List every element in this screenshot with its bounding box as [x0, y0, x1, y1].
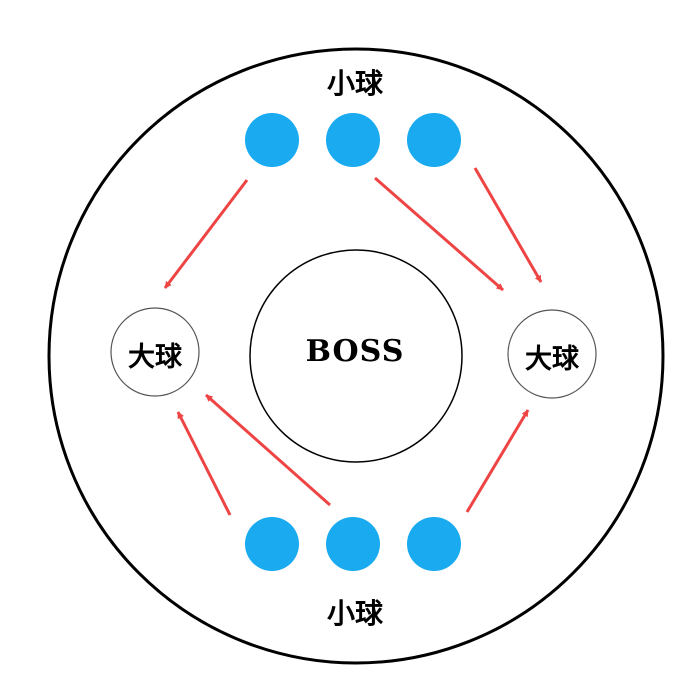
- left-big-ball-label: 大球: [128, 342, 182, 373]
- bottom-small-balls-label: 小球: [326, 597, 383, 630]
- small-ball-top-3: [407, 113, 461, 167]
- big-ball-right: [507, 309, 597, 399]
- small-ball-bottom-3: [407, 517, 461, 571]
- small-ball-top-1: [245, 113, 299, 167]
- right-big-ball-label: 大球: [525, 344, 579, 375]
- boss-label: BOSS: [305, 334, 405, 369]
- arrow-bottom-right-to-right-ball: [465, 409, 530, 513]
- small-ball-bottom-2: [326, 517, 380, 571]
- arrow-top-right-to-right-ball: [473, 167, 543, 283]
- big-ball-left: [110, 307, 200, 397]
- arrow-bottom-left-to-left-ball: [176, 411, 232, 516]
- arrow-top-middle-to-right-ball: [374, 176, 504, 292]
- top-small-balls-label: 小球: [326, 67, 383, 100]
- boss-circle: [249, 249, 463, 463]
- arena-outer-circle: [47, 47, 665, 665]
- small-ball-bottom-1: [245, 517, 299, 571]
- arrow-top-left-to-left-ball: [163, 179, 249, 289]
- small-ball-top-2: [326, 113, 380, 167]
- arrow-bottom-middle-to-left-ball: [205, 393, 331, 507]
